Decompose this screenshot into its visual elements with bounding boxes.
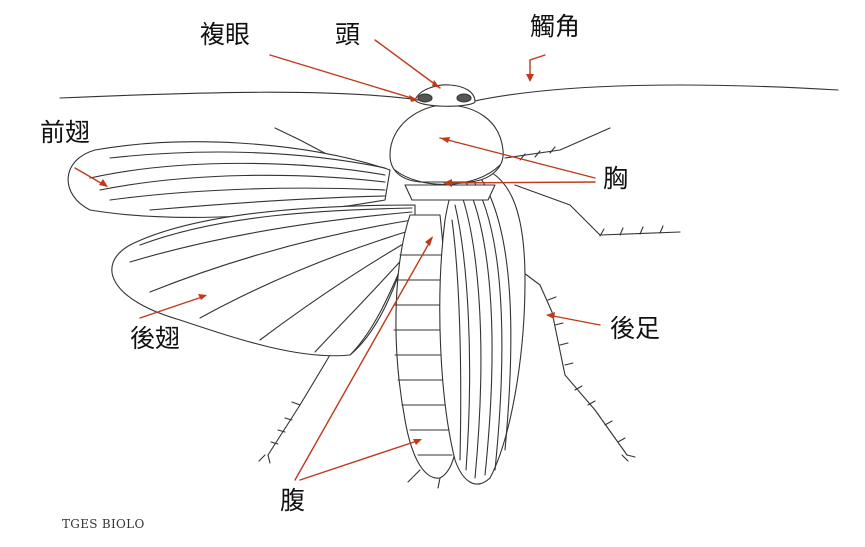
antenna-right xyxy=(469,84,839,103)
leader-thorax-1 xyxy=(439,137,596,179)
leader-arrowheads xyxy=(99,74,555,445)
head-body xyxy=(414,84,476,107)
forewing-left xyxy=(67,141,391,218)
label-head: 頭 xyxy=(335,20,361,49)
leader-abdomen-2 xyxy=(299,439,421,481)
label-compound-eye: 複眼 xyxy=(200,20,251,49)
leader-head xyxy=(374,39,441,89)
leader-lines xyxy=(74,39,601,481)
leader-abdomen-1 xyxy=(294,237,433,481)
label-hindwing: 後翅 xyxy=(130,324,181,353)
label-antenna: 觸角 xyxy=(530,12,581,41)
compound-eye-left xyxy=(417,93,433,103)
hindwing-left xyxy=(111,204,416,357)
forewing-right xyxy=(439,164,526,485)
leader-compound-eye xyxy=(269,54,419,101)
legs-right xyxy=(504,127,681,462)
leader-thorax-2 xyxy=(444,181,596,184)
label-forewing: 前翅 xyxy=(40,118,91,147)
antenna-left xyxy=(59,91,421,101)
leader-antenna xyxy=(529,54,546,81)
leader-hind-leg xyxy=(547,314,601,326)
label-abdomen: 腹 xyxy=(280,486,306,515)
label-thorax: 胸 xyxy=(603,164,629,193)
thorax-body xyxy=(389,104,504,201)
label-hind-leg: 後足 xyxy=(610,314,661,343)
compound-eye-right xyxy=(456,93,472,103)
leader-hindwing xyxy=(139,295,206,319)
credit-text: TGES BIOLO xyxy=(62,517,145,531)
